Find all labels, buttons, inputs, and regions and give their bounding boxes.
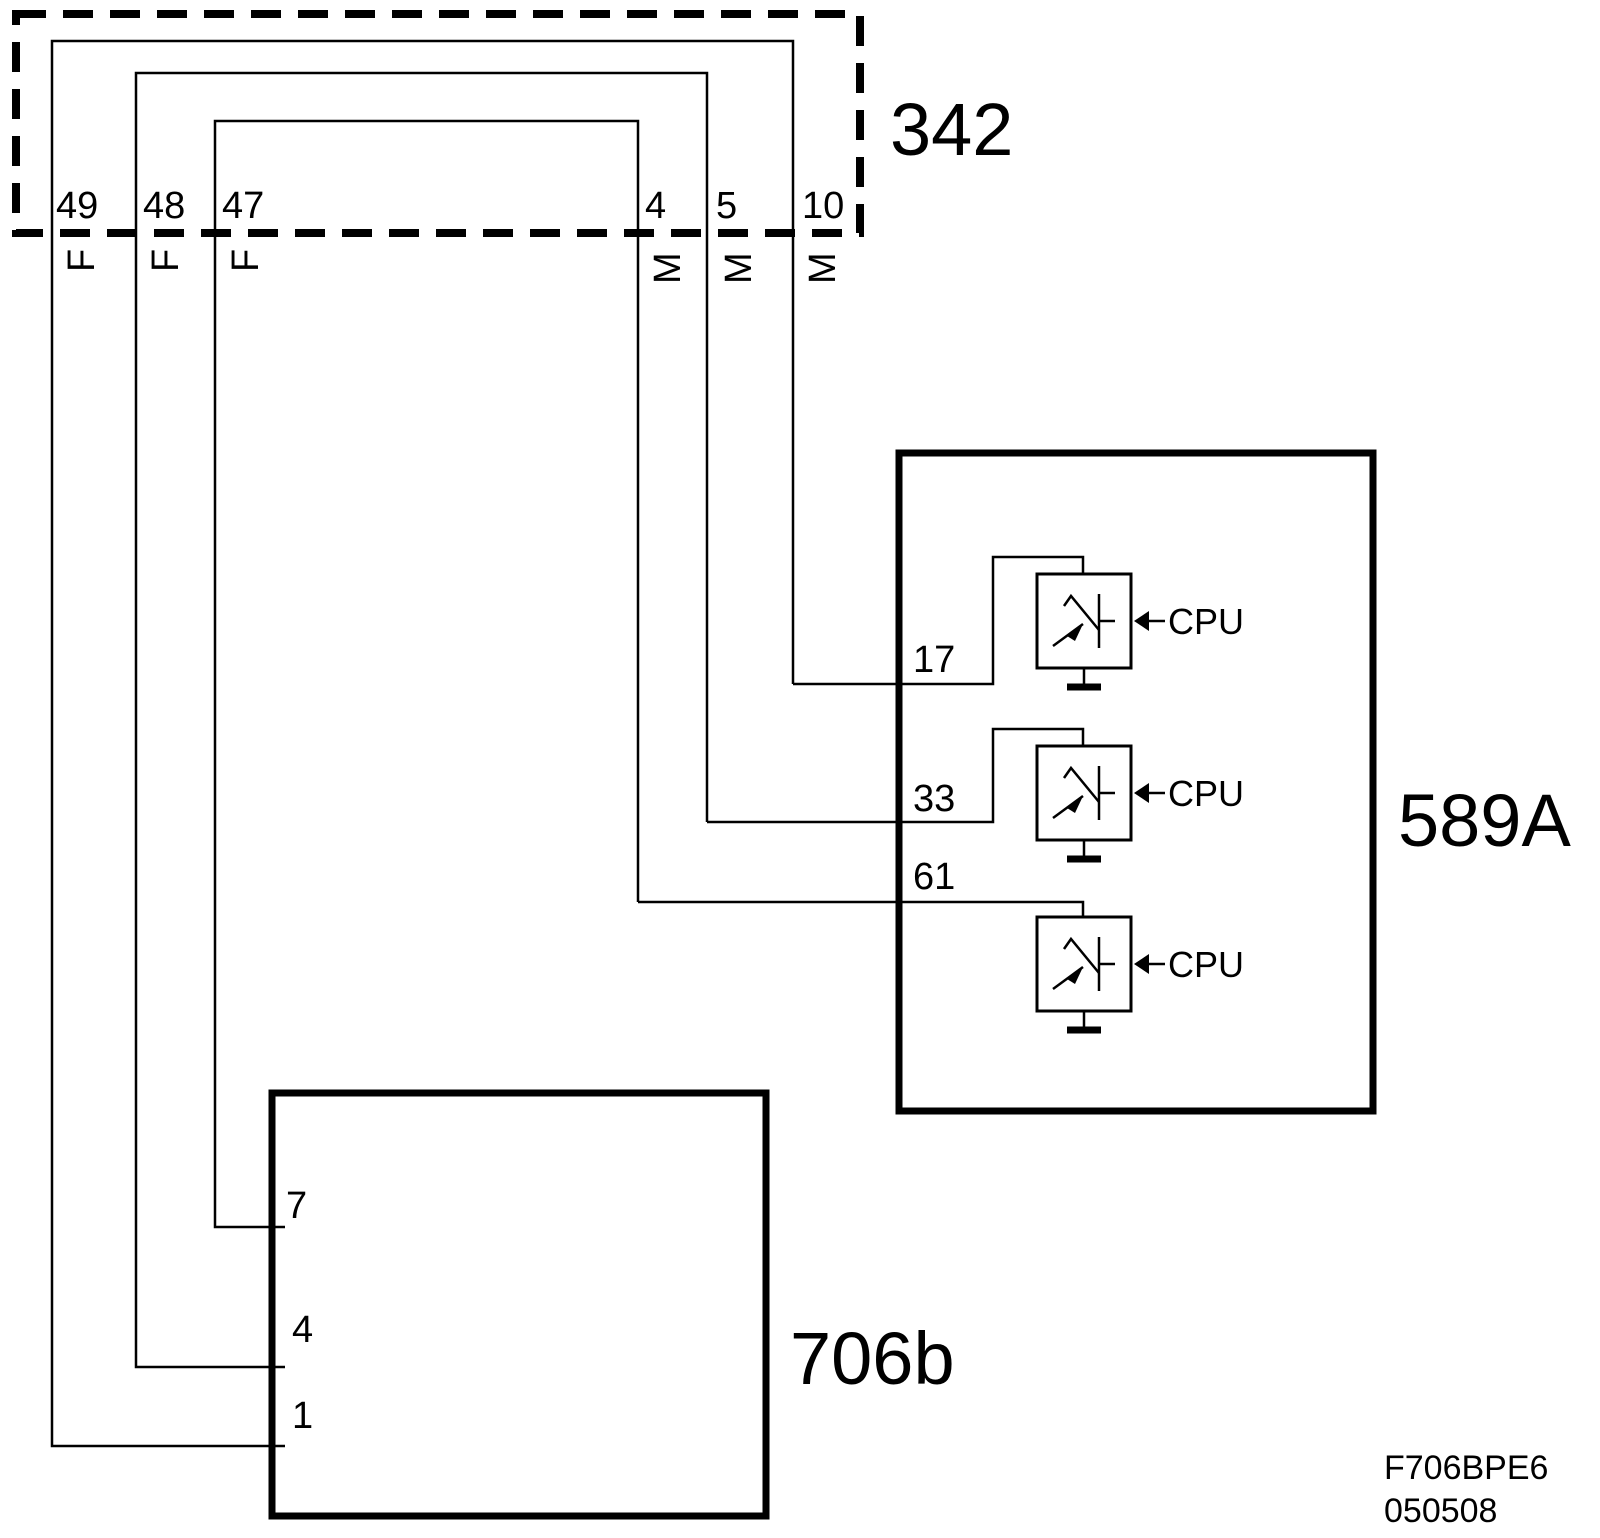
wire-49-10-1 — [50, 39, 795, 1448]
connector-342-pin-47: 47 — [222, 185, 264, 227]
gender-f-48: F — [145, 249, 187, 272]
connector-342-outline — [12, 10, 864, 237]
diagram-date: 050508 — [1384, 1492, 1497, 1530]
wire-47-4-7 — [213, 119, 640, 1229]
module-706b-box — [268, 1089, 770, 1520]
cpu-label-3: CPU — [1168, 944, 1244, 985]
gender-m-10: M — [802, 252, 844, 284]
module-589A-pin-17: 17 — [913, 639, 955, 681]
connector-342-pin-5: 5 — [716, 185, 737, 227]
transistor-symbol — [1035, 572, 1133, 670]
module-706b-pin-1: 1 — [292, 1395, 313, 1437]
module-589A-label: 589A — [1398, 779, 1571, 862]
module-589A-box — [895, 449, 1377, 1115]
connector-342-pin-49: 49 — [56, 185, 98, 227]
transistor-driver-2 — [1035, 744, 1165, 863]
wire-48-5-4 — [134, 71, 709, 1369]
module-706b: 706b 7 4 1 — [268, 1089, 955, 1520]
wire-pin-17 — [793, 555, 1085, 686]
connector-342-label: 342 — [890, 88, 1013, 171]
module-589A-pin-33: 33 — [913, 778, 955, 820]
wires — [50, 39, 1085, 1448]
module-589A-pin-61: 61 — [913, 856, 955, 898]
wire-pin-61 — [638, 900, 1085, 917]
diagram-reference: F706BPE6 050508 — [1384, 1449, 1548, 1530]
cpu-label-1: CPU — [1168, 601, 1244, 642]
transistor-driver-3 — [1035, 915, 1165, 1034]
wire-pin-33 — [707, 727, 1085, 824]
module-706b-pin-4: 4 — [292, 1309, 313, 1351]
connector-342-pin-4: 4 — [645, 185, 666, 227]
module-706b-pin-7: 7 — [286, 1185, 307, 1227]
connector-342-pin-48: 48 — [143, 185, 185, 227]
transistor-symbol — [1035, 915, 1133, 1013]
gender-f-49: F — [61, 249, 103, 272]
gender-m-4: M — [647, 252, 689, 284]
diagram-code: F706BPE6 — [1384, 1449, 1548, 1487]
connector-342-pin-10: 10 — [802, 185, 844, 227]
connector-342: 342 49 48 47 4 5 10 F F F M M M — [12, 10, 1013, 284]
cpu-label-2: CPU — [1168, 773, 1244, 814]
gender-f-47: F — [225, 249, 267, 272]
module-589A: 589A 17 33 61 CPU — [895, 449, 1571, 1115]
transistor-symbol — [1035, 744, 1133, 842]
gender-m-5: M — [718, 252, 760, 284]
module-706b-label: 706b — [790, 1317, 955, 1400]
transistor-driver-1 — [1035, 572, 1165, 691]
